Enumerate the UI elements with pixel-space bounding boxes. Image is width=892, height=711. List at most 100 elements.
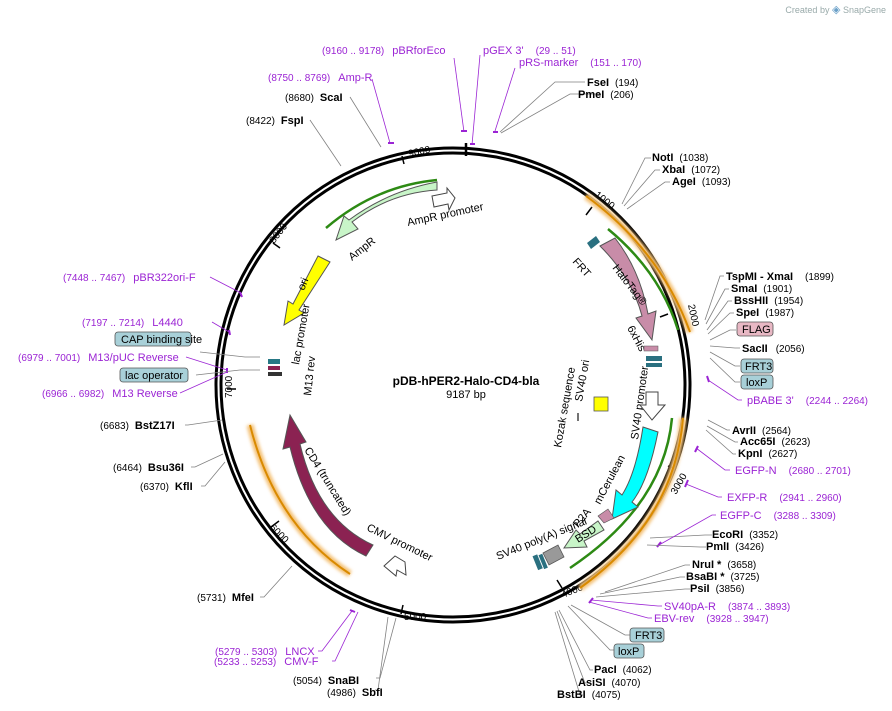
ampr-promoter-arrow (431, 186, 456, 212)
lac-operator-glyph (268, 359, 280, 364)
frt3-box-b (629, 627, 665, 643)
enzyme-labels: FseI(194) PmeI(206) NotI(1038) XbaI(1072… (100, 77, 834, 701)
tick-9000: 9000 (407, 144, 431, 159)
enzyme-agei: AgeI(1093) (672, 176, 731, 188)
ori-arrow (283, 255, 331, 326)
enzyme-acc65i: Acc65I(2623) (740, 436, 810, 448)
enzyme-pmei: PmeI(206) (578, 89, 634, 101)
halotag-arrow (599, 237, 657, 342)
boxed-feature-labels: CAP binding site lac operator FLAG FRT3 … (114, 321, 774, 659)
enzyme-noti: NotI(1038) (652, 152, 708, 164)
loxp-label-b: loxP (618, 646, 639, 658)
backbone-inner (219, 151, 687, 619)
sv40-promoter-arrow (638, 391, 667, 421)
enzyme-snabi: (5054)SnaBI (293, 675, 359, 687)
sv40-ori-label: SV40 ori (573, 359, 592, 403)
primer-egfpc: EGFP-C(3288 .. 3309) (720, 510, 836, 522)
primer-cmvf: (5233 .. 5253)CMV-F (214, 656, 319, 668)
plasmid-length: 9187 bp (446, 389, 486, 401)
enzyme-smai: SmaI(1901) (731, 283, 792, 295)
halotag-green-arc (607, 228, 680, 331)
primer-exfpr: EXFP-R(2941 .. 2960) (727, 492, 842, 504)
primer-ampr: (8750 .. 8769)Amp-R (268, 72, 373, 84)
enzyme-bsabi: BsaBI *(3725) (686, 571, 759, 583)
sv40-ori-glyph (593, 396, 609, 412)
ampr-promoter-label: AmpR promoter (406, 201, 485, 229)
ori-label: ori (296, 276, 312, 292)
enzyme-scai: (8680)ScaI (285, 92, 343, 104)
m13rev-label: M13 rev (302, 355, 318, 396)
cd4-orange-line (249, 424, 351, 575)
enzyme-fspi: (8422)FspI (246, 115, 304, 127)
frt3-label-b: FRT3 (635, 630, 662, 642)
primer-sv40par: SV40pA-R(3874 .. 3893) (664, 601, 790, 613)
primer-lncx: (5279 .. 5303)LNCX (215, 646, 315, 658)
enzyme-leader-lines (185, 81, 740, 696)
enzyme-mfei: (5731)MfeI (197, 592, 254, 604)
primer-m13puc: (6979 .. 7001)M13/pUC Reverse (18, 352, 179, 364)
bsd-arrow (563, 520, 605, 549)
enzyme-pmli: PmlI(3426) (706, 541, 764, 553)
ampr-label: AmpR (346, 235, 378, 263)
cmv-promoter-arrow (383, 555, 407, 577)
enzyme-paci: PacI(4062) (594, 664, 652, 676)
created-by-text: Created by (785, 5, 830, 15)
tick-marks (227, 155, 677, 615)
snapgene-brand: Created by ◈ SnapGene (785, 3, 886, 16)
primer-pbr322ori: (7448 .. 7467)pBR322ori-F (63, 272, 196, 284)
ampr-arrow (335, 181, 438, 241)
primer-labels: (9160 .. 9178)pBRforEco pGEX 3'(29 .. 51… (18, 45, 868, 668)
kozak-label: Kozak sequence (552, 366, 578, 448)
enzyme-bsshii: BssHII(1954) (734, 295, 803, 307)
enzyme-sacii: SacII(2056) (742, 343, 805, 355)
frt3b-glyph (538, 553, 548, 570)
m13-glyph (268, 372, 282, 376)
primer-l4440: (7197 .. 7214)L4440 (82, 317, 183, 329)
lac-operator-box (119, 367, 189, 383)
primer-marks (226, 130, 710, 613)
enzyme-bsu36i: (6464)Bsu36I (113, 462, 184, 474)
loxp-glyph (646, 363, 662, 367)
snapgene-product-name: SnapGene (842, 5, 886, 15)
frt-glyph (587, 236, 600, 249)
cap-binding-label: CAP binding site (121, 334, 202, 346)
sixhis-glyph (643, 345, 659, 352)
enzyme-bstbi: BstBI(4075) (557, 689, 621, 701)
snapgene-logo-icon: ◈ (831, 4, 841, 16)
enzyme-psii: PsiI(3856) (690, 583, 744, 595)
loxp2-glyph (532, 554, 543, 571)
enzyme-kfli: (6370)KflI (140, 481, 193, 493)
primer-ebvrev: EBV-rev(3928 .. 3947) (654, 613, 769, 625)
primer-leader-lines (179, 54, 742, 662)
frt3-box-a (740, 358, 774, 374)
primer-egfpn: EGFP-N(2680 .. 2701) (735, 465, 851, 477)
enzyme-nrui: NruI *(3658) (692, 559, 756, 571)
enzyme-spei: SpeI(1987) (736, 307, 794, 319)
enzyme-bstz17i: (6683)BstZ17I (100, 420, 175, 432)
enzyme-xbai: XbaI(1072) (662, 164, 720, 176)
frt3-label-a: FRT3 (745, 361, 772, 373)
mcerulean-arrow (611, 426, 659, 520)
tick-5000: 5000 (404, 612, 427, 623)
primer-pbrforeco: (9160 .. 9178)pBRforEco (322, 45, 445, 57)
cmv-promoter-label: CMV promoter (365, 522, 435, 564)
backbone-outer (214, 146, 692, 624)
enzyme-tspmi: TspMI - XmaI(1899) (726, 271, 834, 283)
lac-operator-label: lac operator (125, 370, 183, 382)
loxp-box-a (740, 374, 774, 390)
sv40-polya-glyph (542, 544, 565, 566)
cd4-arrow (282, 413, 374, 557)
primer-pbabe3: pBABE 3'(2244 .. 2264) (747, 395, 868, 407)
cap-binding-box (114, 331, 192, 347)
cap-site-glyph (268, 366, 280, 370)
tick-7000: 7000 (224, 375, 235, 398)
mcerulean-orange-line (579, 417, 684, 589)
frt3-glyph (646, 356, 662, 361)
enzyme-kpni: KpnI(2627) (738, 448, 797, 460)
flag-label: FLAG (742, 324, 771, 336)
enzyme-asisi: AsiSI(4070) (578, 677, 640, 689)
loxp-box-b (613, 643, 645, 659)
frt-label: FRT (570, 256, 593, 280)
ampr-green-arc (325, 178, 438, 229)
